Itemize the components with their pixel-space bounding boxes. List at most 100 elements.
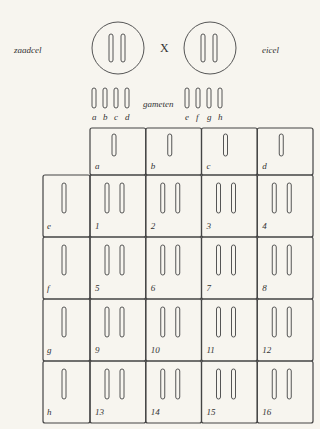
row-letter: g (47, 346, 52, 355)
column-letter: c (207, 162, 211, 171)
chromosome (201, 34, 205, 62)
chromosome (161, 369, 165, 399)
column-letter: a (95, 162, 100, 171)
chromosome (176, 183, 180, 213)
grid-cell (202, 237, 258, 299)
chromosome (217, 245, 221, 275)
chromosome (62, 369, 66, 399)
grid-cell (146, 175, 202, 237)
chromosome (176, 307, 180, 337)
callout-number: 4 (262, 222, 267, 231)
chromosome (105, 307, 109, 337)
chromosome (232, 183, 236, 213)
grid-cell (146, 128, 202, 175)
chromosome (232, 245, 236, 275)
chromosome (176, 369, 180, 399)
gamete-letter: b (103, 113, 108, 122)
gamete-letter: f (196, 113, 199, 122)
row-letter: e (47, 222, 51, 231)
chromosome (103, 88, 107, 108)
grid-cell (90, 361, 146, 423)
grid-cell (90, 128, 146, 175)
chromosome (272, 307, 276, 337)
column-letter: d (262, 162, 267, 171)
grid-cell (90, 237, 146, 299)
chromosome (105, 183, 109, 213)
column-letter: b (151, 162, 156, 171)
grid-cell (202, 128, 258, 175)
chromosome (287, 307, 291, 337)
row-letter: h (47, 408, 52, 417)
chromosome (279, 134, 283, 156)
chromosome (120, 307, 124, 337)
callout-number: 8 (262, 284, 267, 293)
grid-cell (257, 299, 313, 361)
cell-name: zaadcel (14, 46, 42, 55)
chromosome (105, 369, 109, 399)
gamete-letter: e (185, 113, 189, 122)
grid-cell (146, 237, 202, 299)
chromosome (232, 307, 236, 337)
cell-name: eicel (262, 46, 279, 55)
chromosome (112, 134, 116, 156)
callout-number: 9 (95, 346, 100, 355)
grid-cell (202, 175, 258, 237)
grid-cell (257, 128, 313, 175)
chromosome (120, 183, 124, 213)
gamete-letter: h (218, 113, 223, 122)
chromosome (224, 134, 228, 156)
grid-cell (43, 237, 90, 299)
chromosome (196, 88, 200, 108)
callout-number: 5 (95, 284, 100, 293)
chromosome (120, 245, 124, 275)
callout-number: 2 (151, 222, 156, 231)
chromosome (62, 183, 66, 213)
callout-number: 6 (151, 284, 156, 293)
chromosome (161, 307, 165, 337)
chromosome (217, 307, 221, 337)
callout-number: 10 (151, 346, 160, 355)
chromosome (287, 245, 291, 275)
callout-number: 1 (95, 222, 100, 231)
callout-number: 16 (262, 408, 271, 417)
chromosome (272, 369, 276, 399)
grid-cell (146, 361, 202, 423)
grid-cell (146, 299, 202, 361)
chromosome (161, 245, 165, 275)
callout-number: 7 (207, 284, 212, 293)
grid-cell (257, 361, 313, 423)
chromosome (207, 88, 211, 108)
cross-sign: X (160, 42, 169, 54)
chromosome (217, 183, 221, 213)
grid-cell (202, 299, 258, 361)
chromosome (114, 88, 118, 108)
callout-number: 14 (151, 408, 160, 417)
chromosome (217, 369, 221, 399)
chromosome (272, 245, 276, 275)
chromosome (161, 183, 165, 213)
grid-cell (202, 361, 258, 423)
callout-number: 13 (95, 408, 104, 417)
chromosome (272, 183, 276, 213)
chromosome (120, 369, 124, 399)
chromosome (121, 34, 125, 62)
gamete-letter: c (114, 113, 118, 122)
gamete-letter: g (207, 113, 212, 122)
chromosome (185, 88, 189, 108)
callout-number: 3 (207, 222, 212, 231)
grid-cell (90, 175, 146, 237)
grid-cell (43, 175, 90, 237)
grid-cell (90, 299, 146, 361)
chromosome (213, 34, 217, 62)
father-cell (92, 22, 144, 74)
chromosome (62, 245, 66, 275)
gamete-letter: d (125, 113, 130, 122)
chromosome (168, 134, 172, 156)
callout-number: 12 (262, 346, 271, 355)
grid-cell (43, 361, 90, 423)
chromosome (287, 183, 291, 213)
chromosome (105, 245, 109, 275)
chromosome (109, 34, 113, 62)
chromosome (232, 369, 236, 399)
